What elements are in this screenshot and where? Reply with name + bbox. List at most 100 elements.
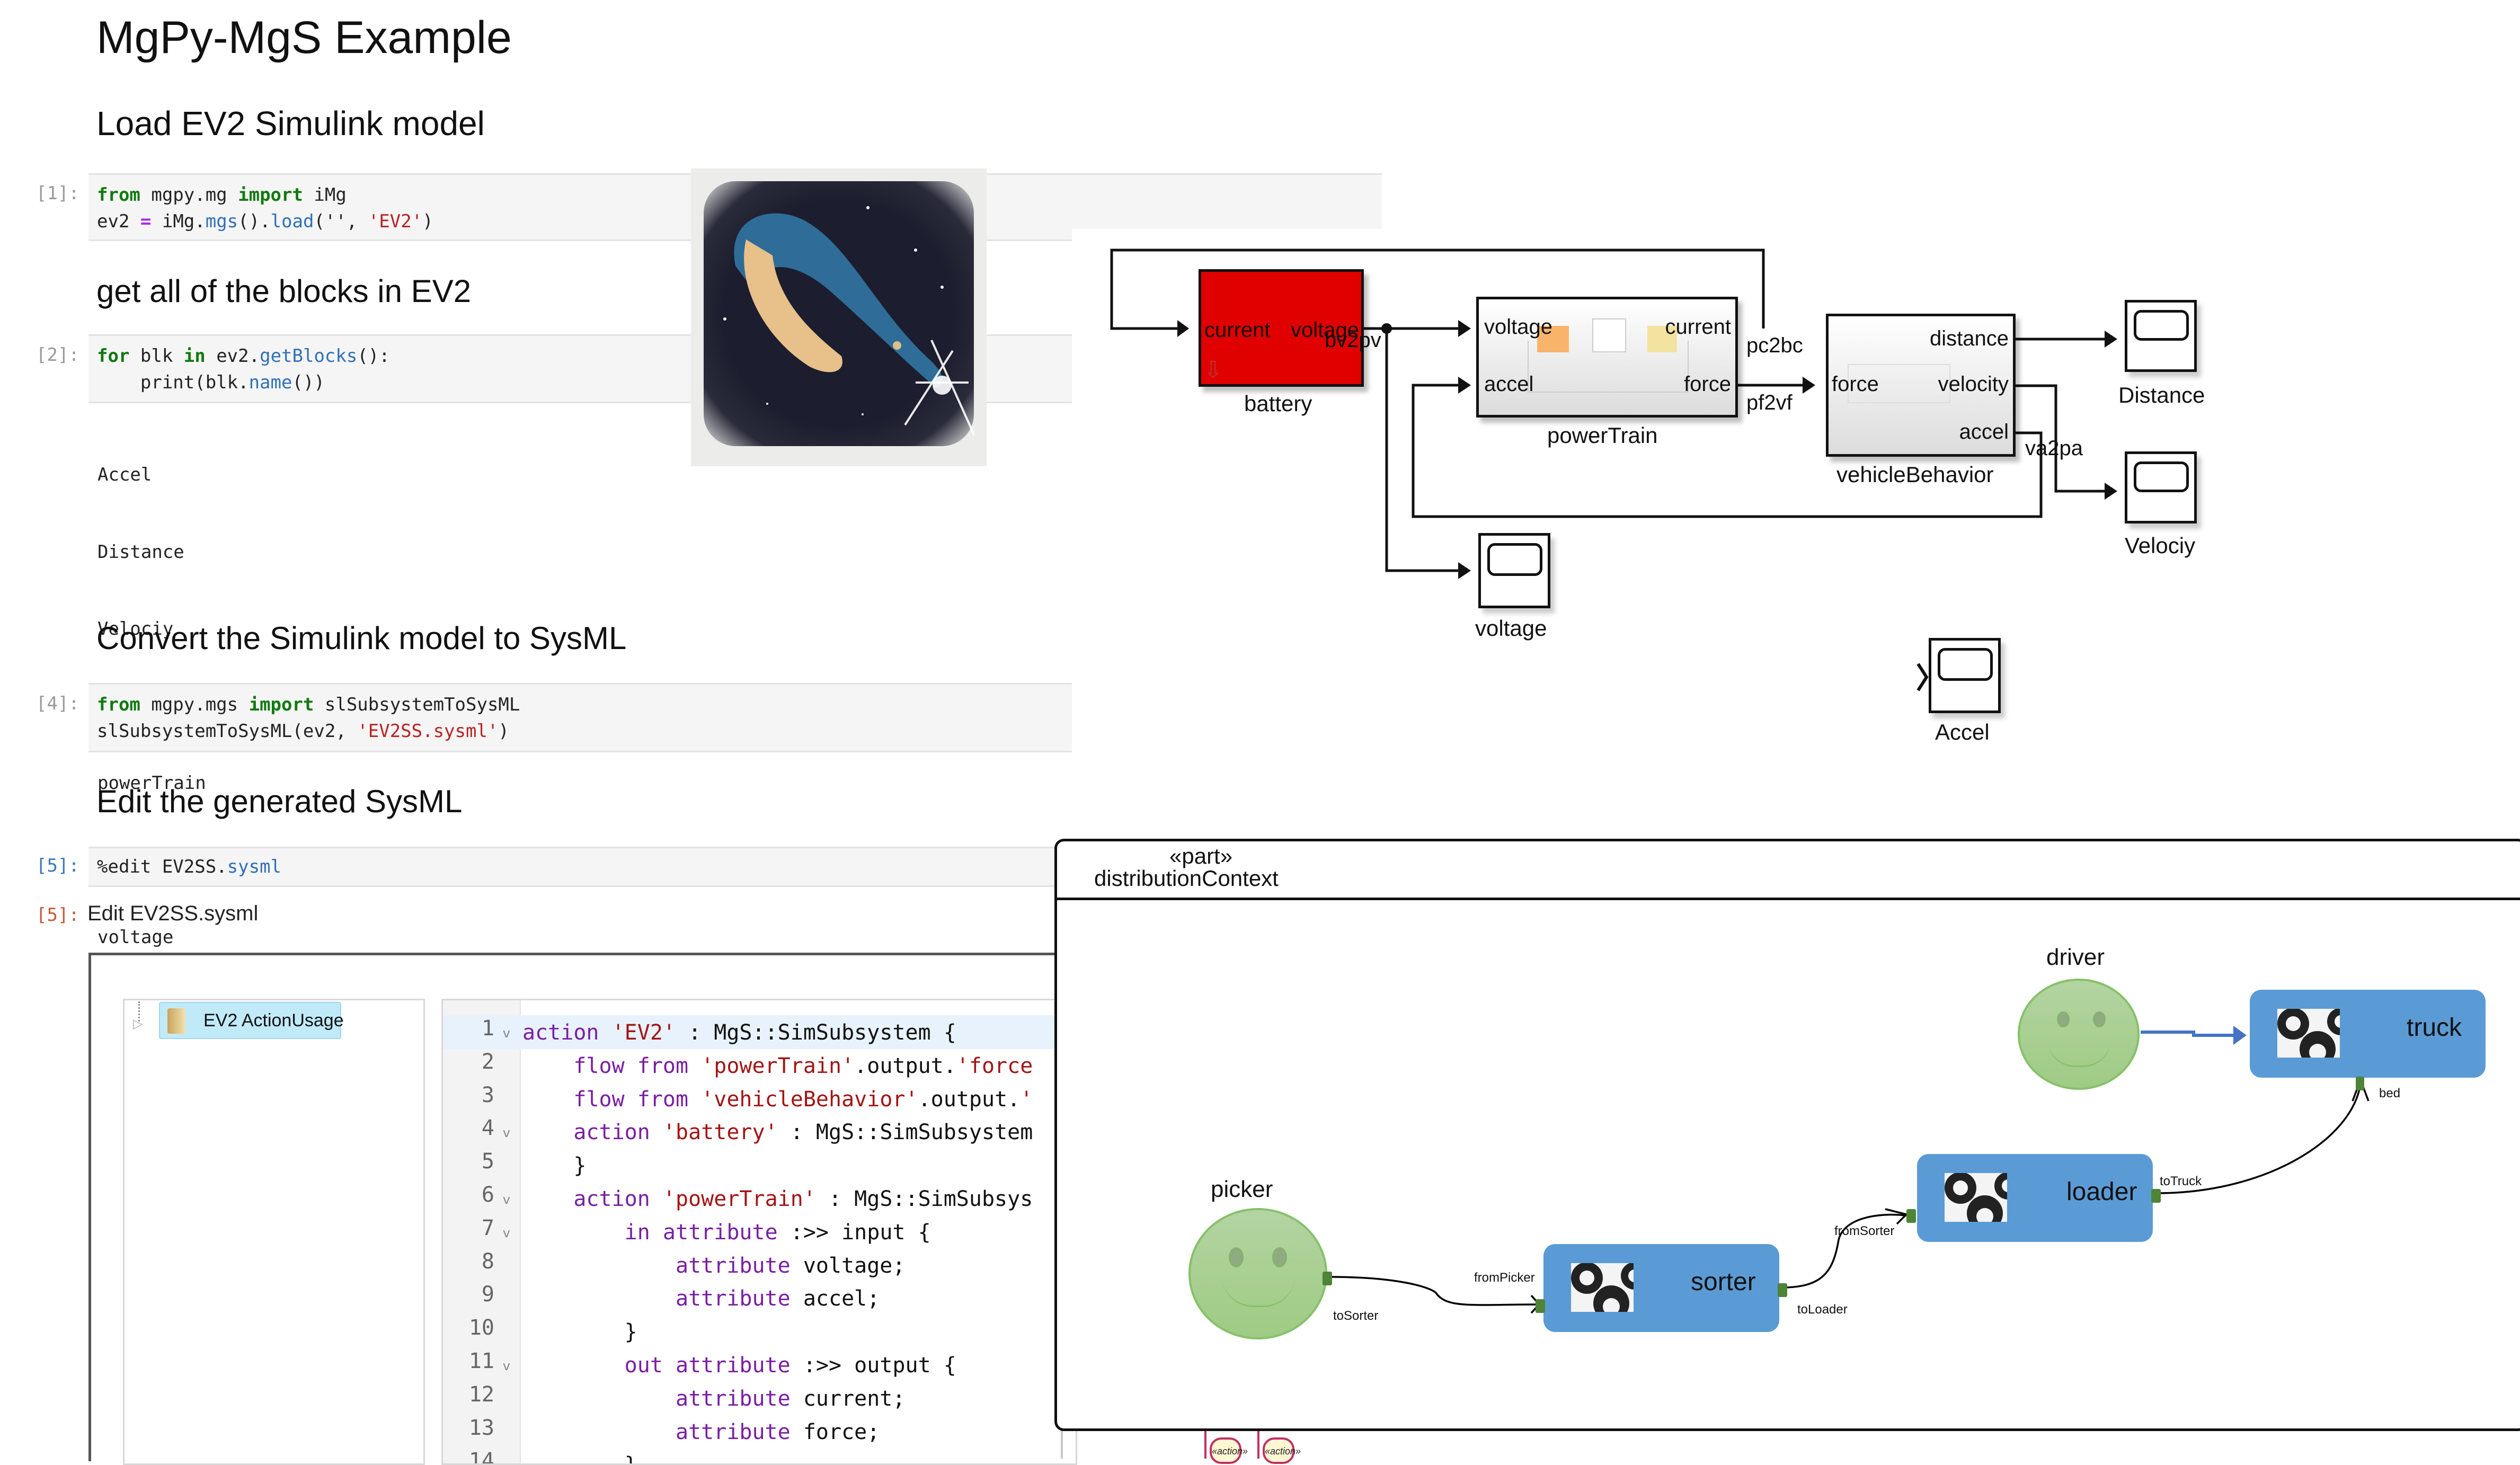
gears-icon: [2277, 1009, 2340, 1058]
tree-expand-icon[interactable]: ▷: [133, 1016, 143, 1031]
fold-chevron-icon[interactable]: v: [502, 1358, 510, 1373]
line-number: 9: [443, 1282, 520, 1316]
folder-icon: [167, 1008, 185, 1034]
line-number: 12: [443, 1382, 520, 1416]
diagram-stereotype: «part»: [1169, 844, 1233, 868]
eye-icon: [2093, 1011, 2106, 1027]
port-frompicker[interactable]: [1536, 1299, 1545, 1313]
scope-icon: [2134, 461, 2189, 492]
code-line: }: [522, 1153, 587, 1178]
velocity-scope-block[interactable]: [2125, 451, 2197, 523]
port-label-frompicker: fromPicker: [1474, 1271, 1535, 1285]
driver-actor[interactable]: [2018, 979, 2140, 1090]
battery-block[interactable]: current voltage ⇩: [1199, 269, 1364, 387]
signal-bv2pv: bv2pv: [1325, 328, 1381, 352]
arrowhead-fromsorter: [1885, 1208, 1909, 1225]
powertrain-port-accel: accel: [1484, 372, 1534, 396]
output-line: Distance: [97, 541, 184, 563]
code-line: action 'powerTrain' : MgS::SimSubsys: [573, 1186, 1033, 1211]
code-text[interactable]: action 'EV2' : MgS::SimSubsystem { flow …: [522, 1016, 1033, 1463]
code-cell-1-source: from mgpy.mg import iMg ev2 = iMg.mgs().…: [97, 184, 433, 232]
voltage-scope-label: voltage: [1475, 616, 1547, 641]
line-number-text: 13: [468, 1415, 494, 1440]
truck-part[interactable]: truck: [2250, 990, 2486, 1078]
wire-bv2pv-branch: [1385, 328, 1468, 572]
simulink-wires: [1110, 248, 2117, 691]
line-number-text: 1: [481, 1016, 494, 1041]
arrow-vb-force: [1803, 377, 1815, 394]
vehiclebehavior-port-velocity: velocity: [1938, 372, 2009, 396]
scope-icon: [2134, 310, 2189, 341]
powertrain-block[interactable]: voltage accel current force: [1476, 297, 1738, 418]
snake-picture-background: [704, 181, 980, 447]
heading-blocks: get all of the blocks in EV2: [96, 273, 472, 309]
scope-icon: [1938, 648, 1993, 681]
powertrain-port-current: current: [1665, 315, 1732, 339]
diagram-name: distributionContext: [1094, 866, 1279, 891]
vehiclebehavior-block[interactable]: distance force velocity accel: [1826, 314, 2016, 457]
code-line: action 'battery' : MgS::SimSubsystem: [573, 1120, 1033, 1145]
battery-port-voltage: voltage: [1291, 318, 1359, 342]
heading-convert: Convert the Simulink model to SysML: [96, 620, 627, 656]
line-number-text: 3: [481, 1082, 494, 1107]
port-tosorter[interactable]: [1323, 1272, 1332, 1285]
code-line: action 'EV2' : MgS::SimSubsystem {: [522, 1020, 956, 1045]
notebook-title: MgPy-MgS Example: [96, 12, 512, 63]
port-fromsorter[interactable]: [1906, 1209, 1916, 1223]
gears-icon: [1945, 1173, 2007, 1222]
accel-scope-block[interactable]: [1929, 638, 2001, 713]
tree-node-ev2-actionusage[interactable]: EV2 ActionUsage: [159, 1002, 344, 1039]
port-totruck[interactable]: [2151, 1189, 2161, 1203]
sorter-part[interactable]: sorter: [1543, 1244, 1779, 1332]
line-number-text: 7: [481, 1215, 494, 1240]
powertrain-thumbnail-block: [1592, 318, 1626, 352]
vehiclebehavior-port-distance: distance: [1930, 327, 2009, 350]
port-label-tosorter: toSorter: [1333, 1309, 1379, 1323]
python-snake-image: [691, 168, 987, 466]
smile-icon: [1221, 1275, 1296, 1307]
arrow-velocity: [2105, 483, 2117, 500]
loader-name: loader: [2066, 1178, 2137, 1206]
picker-actor[interactable]: [1188, 1208, 1327, 1339]
cell-2-prompt: [2]:: [36, 344, 79, 366]
swimlane-divider: [1204, 1431, 1206, 1459]
loader-part[interactable]: loader: [1917, 1154, 2153, 1242]
fold-chevron-icon[interactable]: v: [502, 1192, 510, 1207]
code-line: }: [522, 1320, 637, 1345]
line-number-text: 12: [468, 1382, 494, 1407]
line-number-text: 9: [481, 1282, 494, 1307]
line-number: 5: [443, 1149, 520, 1183]
line-number-text: 10: [468, 1316, 494, 1340]
battery-port-current: current: [1204, 318, 1271, 342]
voltage-scope-block[interactable]: [1478, 533, 1550, 608]
distance-scope-block[interactable]: [2125, 300, 2197, 372]
model-tree-panel: ▷ EV2 ActionUsage: [123, 999, 425, 1465]
driver-actor-name: driver: [2046, 944, 2105, 970]
line-number-gutter: [443, 1000, 521, 1463]
code-cell-5[interactable]: %edit EV2SS.sysml: [88, 847, 1058, 887]
code-cell-4[interactable]: from mgpy.mgs import slSubsystemToSysML …: [88, 683, 1072, 752]
wire-va2pa: [1412, 384, 2043, 518]
down-arrow-icon: ⇩: [1203, 357, 1223, 384]
fold-chevron-icon[interactable]: v: [502, 1026, 510, 1041]
snake-illustration: [723, 206, 980, 447]
signal-pc2bc: pc2bc: [1746, 334, 1803, 357]
port-label-toloader: toLoader: [1797, 1302, 1848, 1317]
port-toloader[interactable]: [1778, 1283, 1787, 1297]
arrow-voltage-scope: [1458, 562, 1471, 579]
connector-loader-truck: [2160, 1083, 2362, 1194]
line-number-text: 5: [481, 1149, 494, 1174]
wire-pc2bc: [1110, 248, 1765, 330]
fold-chevron-icon[interactable]: v: [502, 1225, 510, 1240]
tree-connector: [138, 1001, 142, 1022]
gears-icon: [1571, 1263, 1634, 1312]
heading-edit: Edit the generated SysML: [96, 784, 463, 819]
fold-chevron-icon[interactable]: v: [502, 1125, 510, 1141]
port-bed[interactable]: [2356, 1077, 2364, 1090]
line-number-text: 11: [468, 1348, 494, 1373]
